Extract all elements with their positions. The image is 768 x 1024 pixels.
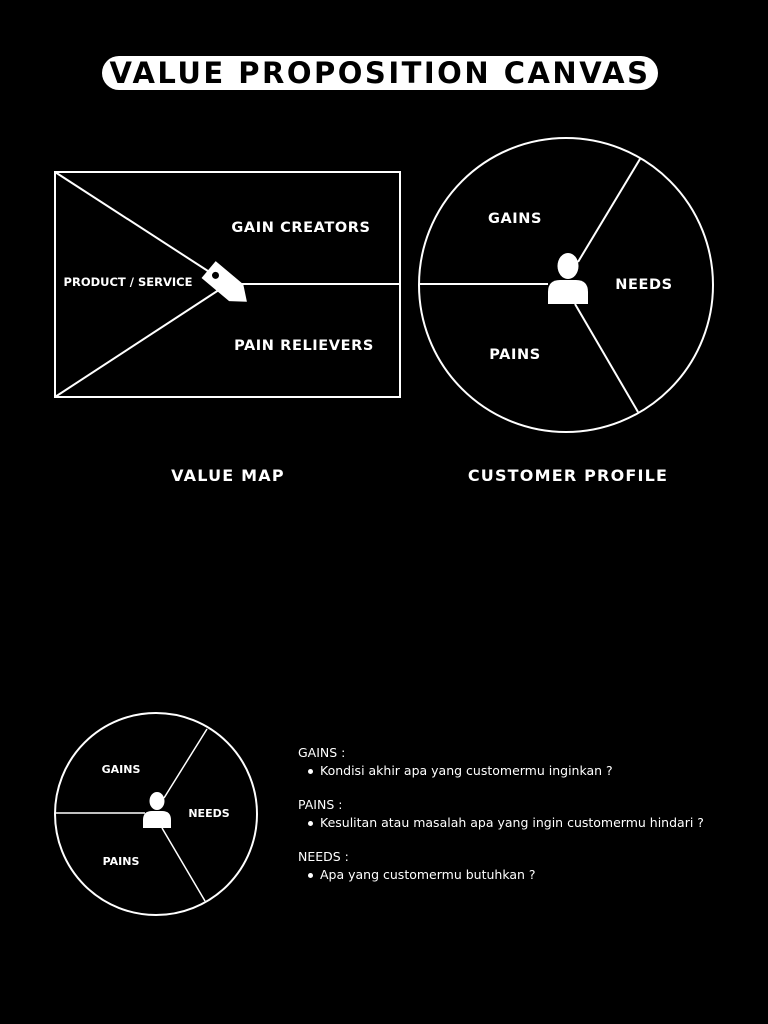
gain-creators-label: GAIN CREATORS [231, 220, 370, 236]
page-title: VALUE PROPOSITION CANVAS [109, 56, 651, 90]
value-map-caption: VALUE MAP [171, 466, 285, 485]
mini-pains-label: PAINS [103, 855, 140, 868]
legend-pains: PAINS : Kesulitan atau masalah apa yang … [298, 796, 748, 832]
legend-needs: NEEDS : Apa yang customermu butuhkan ? [298, 848, 748, 884]
legend-needs-item: Apa yang customermu butuhkan ? [298, 866, 748, 884]
legend-gains: GAINS : Kondisi akhir apa yang customerm… [298, 744, 748, 780]
mini-profile-circle [54, 712, 258, 916]
profile-gains-label: GAINS [488, 211, 542, 227]
mini-needs-label: NEEDS [188, 807, 229, 820]
pain-relievers-label: PAIN RELIEVERS [234, 338, 374, 354]
person-icon [548, 253, 588, 304]
profile-divider-upper [577, 158, 641, 263]
mini-profile: GAINS NEEDS PAINS [54, 712, 258, 916]
value-map: PRODUCT / SERVICE GAIN CREATORS PAIN REL… [54, 171, 401, 398]
title-banner: VALUE PROPOSITION CANVAS [102, 56, 658, 90]
price-tag-icon [201, 261, 247, 302]
mini-divider-lower [161, 827, 206, 902]
legend: GAINS : Kondisi akhir apa yang customerm… [298, 744, 748, 900]
product-service-label: PRODUCT / SERVICE [64, 275, 193, 289]
profile-divider-lower [574, 303, 639, 413]
legend-needs-heading: NEEDS : [298, 849, 349, 864]
value-map-divider-lower [54, 283, 229, 398]
legend-pains-item: Kesulitan atau masalah apa yang ingin cu… [298, 814, 748, 832]
profile-needs-label: NEEDS [615, 277, 672, 293]
person-icon [143, 792, 171, 828]
legend-gains-heading: GAINS : [298, 745, 346, 760]
mini-gains-label: GAINS [102, 763, 141, 776]
customer-profile: GAINS NEEDS PAINS [418, 137, 714, 433]
profile-pains-label: PAINS [489, 347, 541, 363]
mini-divider-upper [163, 728, 208, 799]
customer-profile-caption: CUSTOMER PROFILE [467, 466, 669, 485]
value-map-divider-upper [54, 171, 229, 285]
legend-gains-item: Kondisi akhir apa yang customermu ingink… [298, 762, 748, 780]
legend-pains-heading: PAINS : [298, 797, 343, 812]
